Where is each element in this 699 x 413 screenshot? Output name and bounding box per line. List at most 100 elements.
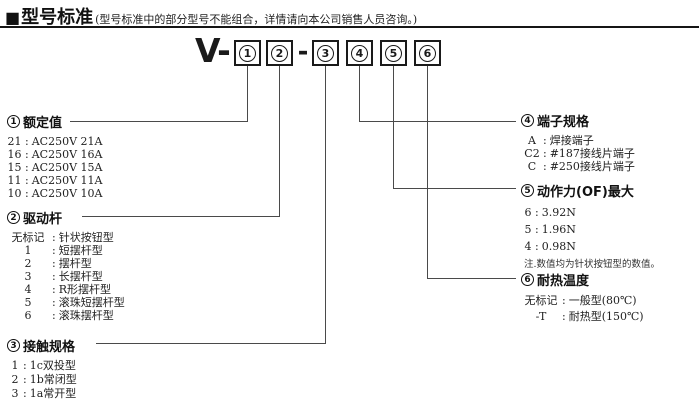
spec-row: 3 : 1a常开型: [10, 387, 77, 401]
section-contact-form: 3 接触规格 1 : 1c双投型 2 : 1b常闭型 3 : 1a常开型: [7, 336, 77, 401]
spec-code: 无标记: [524, 294, 558, 307]
spec-separator: :: [52, 270, 56, 283]
spec-code: 1: [24, 244, 32, 257]
spec-desc: #250接线片端子: [549, 160, 635, 173]
spec-row: -T : 耐热型(150℃): [523, 309, 644, 325]
spec-separator: :: [25, 135, 29, 148]
spec-row: 16 : AC250V 16A: [7, 148, 103, 161]
spec-list: 1 : 1c双投型 2 : 1b常闭型 3 : 1a常开型: [7, 359, 77, 401]
circled-digit-icon: 1: [7, 115, 20, 128]
connector-horizontal-2: [82, 216, 280, 217]
connector-vertical-1: [247, 66, 248, 121]
spec-row: C : #250接线片端子: [524, 160, 635, 173]
spec-list: 无标记 : 一般型(80℃) -T : 耐热型(150℃): [521, 293, 644, 325]
spec-desc: AC250V 21A: [31, 135, 103, 148]
model-box-4: 4: [346, 40, 373, 66]
section-actuator: 2 驱动杆 无标记 : 针状按钮型 1 : 短摆杆型 2 : 摆杆型 3 :: [7, 208, 125, 322]
spec-list: 21 : AC250V 21A 16 : AC250V 16A 15 : AC2…: [7, 135, 103, 200]
spec-desc: 摆杆型: [58, 257, 92, 270]
spec-row: 无标记 : 针状按钮型: [7, 231, 125, 244]
circled-digit-4-icon: 4: [351, 44, 368, 62]
spec-row: 1 : 短摆杆型: [7, 244, 125, 257]
section-title: 1 额定值: [7, 112, 102, 131]
spec-desc: R形摆杆型: [58, 283, 112, 296]
spec-desc: 长摆杆型: [58, 270, 103, 283]
section-title-text: 额定值: [23, 116, 63, 131]
page-title: 型号标准: [21, 7, 94, 28]
spec-code: 3: [11, 387, 19, 400]
spec-separator: :: [535, 240, 539, 253]
spec-code: C: [527, 160, 537, 173]
spec-separator: :: [23, 359, 27, 372]
model-prefix: V-: [195, 31, 231, 70]
circled-digit-icon: 6: [521, 273, 534, 286]
spec-separator: :: [25, 148, 29, 161]
spec-separator: :: [25, 187, 29, 200]
circled-digit-icon: 5: [521, 184, 534, 197]
spec-row: 5 : 1.96N: [524, 221, 660, 238]
square-bullet-icon: ■: [5, 8, 21, 27]
connector-vertical-3: [325, 66, 326, 343]
spec-row: 10 : AC250V 10A: [7, 187, 103, 200]
circled-digit-2-icon: 2: [271, 44, 288, 62]
section-terminal: 4 端子规格 A : 焊接端子 C2 : #187接线片端子 C : #250接…: [521, 111, 635, 173]
spec-code: 21: [7, 135, 22, 148]
model-box-2: 2: [266, 40, 293, 66]
spec-separator: :: [52, 244, 56, 257]
spec-code: 无标记: [11, 231, 45, 244]
spec-row: 11 : AC250V 11A: [7, 174, 103, 187]
spec-row: 21 : AC250V 21A: [7, 135, 103, 148]
spec-list: 无标记 : 针状按钮型 1 : 短摆杆型 2 : 摆杆型 3 : 长摆杆型 4: [7, 231, 125, 322]
circled-digit-6-icon: 6: [419, 44, 436, 62]
model-dash: -: [297, 37, 309, 67]
spec-row: C2 : #187接线片端子: [524, 147, 635, 160]
header-divider: [0, 26, 699, 28]
spec-desc: AC250V 10A: [31, 187, 103, 200]
section-title: 5 动作力(OF)最大: [521, 181, 660, 200]
spec-desc: 针状按钮型: [58, 231, 114, 244]
spec-row: 6 : 3.92N: [524, 204, 660, 221]
circled-digit-icon: 3: [7, 339, 20, 352]
spec-desc: 0.98N: [541, 240, 576, 253]
spec-separator: :: [52, 231, 56, 244]
connector-horizontal-6: [427, 278, 516, 279]
spec-code: 16: [7, 148, 22, 161]
connector-horizontal-5: [393, 188, 516, 189]
spec-row: A : 焊接端子: [524, 134, 635, 147]
circled-digit-1-icon: 1: [239, 44, 256, 62]
spec-desc: 滚珠短摆杆型: [58, 296, 125, 309]
spec-desc: 短摆杆型: [58, 244, 103, 257]
spec-code: -T: [535, 310, 547, 323]
section-rated-value: 1 额定值 21 : AC250V 21A 16 : AC250V 16A 15…: [7, 112, 102, 200]
spec-row: 2 : 1b常闭型: [10, 373, 77, 387]
section-title: 3 接触规格: [7, 336, 77, 355]
spec-code: A: [528, 134, 536, 147]
connector-vertical-4: [359, 66, 360, 121]
spec-separator: :: [52, 309, 56, 322]
spec-code: C2: [524, 147, 540, 160]
spec-desc: #187接线片端子: [549, 147, 635, 160]
model-box-1: 1: [234, 40, 261, 66]
spec-separator: :: [543, 147, 547, 160]
spec-separator: :: [52, 283, 56, 296]
spec-separator: :: [535, 206, 539, 219]
spec-separator: :: [543, 160, 547, 173]
spec-code: 2: [24, 257, 32, 270]
spec-row: 3 : 长摆杆型: [7, 270, 125, 283]
connector-horizontal-1: [70, 121, 248, 122]
spec-desc: 一般型(80℃): [568, 294, 637, 307]
section-title: 6 耐热温度: [521, 270, 644, 289]
connector-vertical-5: [393, 66, 394, 188]
spec-row: 4 : R形摆杆型: [7, 283, 125, 296]
page-title-note: (型号标准中的部分型号不能组合，详情请向本公司销售人员咨询。): [95, 13, 418, 26]
spec-code: 5: [524, 223, 532, 236]
spec-code: 3: [24, 270, 32, 283]
spec-desc: 1a常开型: [29, 387, 77, 400]
spec-separator: :: [52, 296, 56, 309]
spec-code: 6: [524, 206, 532, 219]
section-title: 2 驱动杆: [7, 208, 125, 227]
section-operating-force: 5 动作力(OF)最大 6 : 3.92N 5 : 1.96N 4 : 0.98…: [521, 181, 660, 272]
spec-row: 4 : 0.98N: [524, 238, 660, 255]
spec-separator: :: [25, 174, 29, 187]
